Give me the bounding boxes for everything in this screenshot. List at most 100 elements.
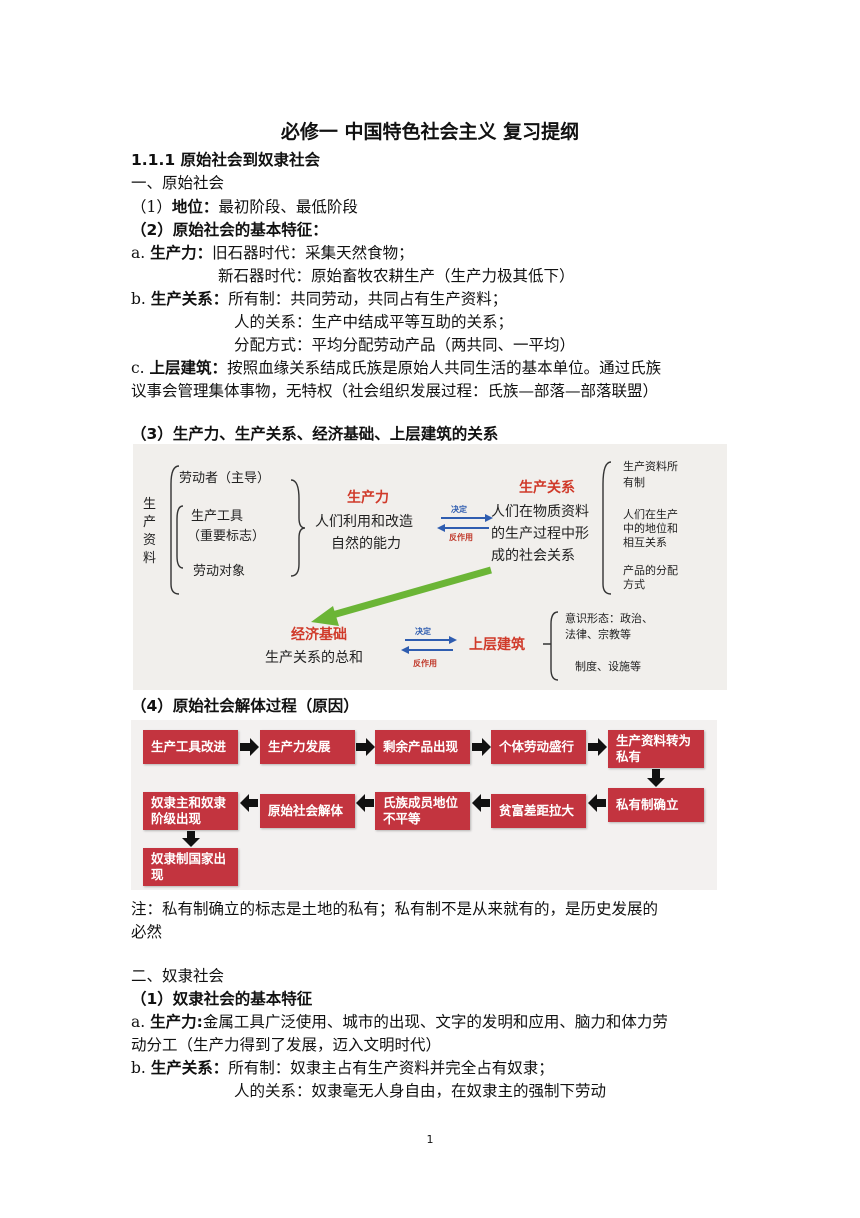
arrow-down-1 xyxy=(647,769,665,787)
features-heading: （2）原始社会的基本特征： xyxy=(131,221,328,239)
rel-def-2: 的生产过程中形 xyxy=(491,526,589,542)
rel-line: b. 生产关系：所有制：共同劳动，共同占有生产资料； xyxy=(131,288,507,310)
flow-box-8: 氏族成员地位不平等 xyxy=(375,792,470,830)
arrow-left-1 xyxy=(588,794,606,812)
note-line-1: 注：私有制确立的标志是土地的私有；私有制不是从来就有的，是历史发展的 xyxy=(131,900,659,918)
s1a: 意识形态：政治、 xyxy=(565,611,653,625)
r1b: 有制 xyxy=(623,475,645,489)
brace-left xyxy=(170,465,180,595)
r2c: 相互关系 xyxy=(623,535,667,549)
slave-rel-line: b. 生产关系：所有制：奴隶主占有生产资料并完全占有奴隶； xyxy=(131,1057,554,1079)
pf-line-2: 新石器时代：原始畜牧农耕生产（生产力极其低下） xyxy=(218,267,575,285)
relationship-diagram-svg: 生产资料 劳动者（主导） 生产工具 （重要标志） 劳动对象 人们利用和改造 自然… xyxy=(143,459,678,681)
flow-box-3: 剩余产品出现 xyxy=(375,730,470,764)
arrow-right-2 xyxy=(356,738,375,756)
c-text-1: 按照血缘关系结成氏族是原始人共同生活的基本单位。通过氏族 xyxy=(227,359,662,377)
arrow-right-1 xyxy=(240,738,259,756)
p1-text: 最初阶段、最低阶段 xyxy=(218,198,358,216)
flow-box-1: 生产工具改进 xyxy=(143,730,238,764)
s2: 制度、设施等 xyxy=(575,659,641,673)
label-tool1: 生产工具 xyxy=(191,509,243,524)
flow-box-10: 奴隶主和奴隶阶级出现 xyxy=(143,792,238,830)
brace-tools xyxy=(176,505,184,569)
reacts-label-1: 反作用 xyxy=(449,532,473,542)
s1b: 法律、宗教等 xyxy=(565,627,631,641)
s-a-label: 生产力: xyxy=(150,1013,203,1031)
s-b-text-1: 所有制：奴隶主占有生产资料并完全占有奴隶； xyxy=(228,1059,554,1077)
a-prefix: a. xyxy=(131,244,151,262)
relationship-diagram: 生产资料 劳动者（主导） 生产工具 （重要标志） 劳动对象 人们利用和改造 自然… xyxy=(133,444,727,690)
reacts-label-2: 反作用 xyxy=(413,658,437,668)
s-a-text-1: 金属工具广泛使用、城市的出现、文字的发明和应用、脑力和体力劳 xyxy=(202,1013,668,1031)
decides-label-2: 决定 xyxy=(415,626,431,636)
super-line: c. 上层建筑：按照血缘关系结成氏族是原始人共同生活的基本单位。通过氏族 xyxy=(131,357,661,379)
arrow-down-2 xyxy=(182,831,200,847)
pf-line: a. 生产力：旧石器时代：采集天然食物； xyxy=(131,242,414,264)
rel-def-3: 成的社会关系 xyxy=(491,548,575,564)
slave-features-heading: （1）奴隶社会的基本特征 xyxy=(131,990,313,1008)
label-relations: 生产关系 xyxy=(519,479,575,496)
double-arrow-top: 决定 反作用 xyxy=(437,504,493,542)
label-laborer: 劳动者（主导） xyxy=(179,470,270,486)
label-superstructure: 上层建筑 xyxy=(469,636,525,653)
part1-heading: 一、原始社会 xyxy=(131,174,225,192)
super-line-2: 议事会管理集体事物，无特权（社会组织发展过程：氏族—部落—部落联盟） xyxy=(131,382,659,400)
flow-box-2: 生产力发展 xyxy=(260,730,355,764)
s-b-label: 生产关系： xyxy=(150,1059,229,1077)
r2a: 人们在生产 xyxy=(623,507,678,521)
rel-line-2: 人的关系：生产中结成平等互助的关系； xyxy=(234,313,514,331)
dissolution-flowchart: 生产工具改进 生产力发展 剩余产品出现 个体劳动盛行 生产资料转为私有 私有制确… xyxy=(131,720,717,890)
slave-rel-line-2: 人的关系：奴隶毫无人身自由，在奴隶主的强制下劳动 xyxy=(234,1082,607,1100)
b-text-1: 所有制：共同劳动，共同占有生产资料； xyxy=(228,290,508,308)
arrow-right-3 xyxy=(472,738,491,756)
label-economic-base: 经济基础 xyxy=(291,626,347,643)
arrow-left-4 xyxy=(240,794,258,812)
a-text-1: 旧石器时代：采集天然食物； xyxy=(212,244,414,262)
label-means: 生产资料 xyxy=(143,497,156,566)
arrow-left-3 xyxy=(356,794,374,812)
mp-2: 产 xyxy=(143,515,156,530)
flow-box-7: 贫富差距拉大 xyxy=(491,794,586,828)
label-labor-object: 劳动对象 xyxy=(193,563,245,579)
page-number: 1 xyxy=(426,1133,434,1146)
b-label: 生产关系： xyxy=(150,290,229,308)
pf-def-2: 自然的能力 xyxy=(331,535,401,552)
s-a-prefix: a. xyxy=(131,1013,151,1031)
relation-heading: （3）生产力、生产关系、经济基础、上层建筑的关系 xyxy=(131,425,499,443)
flow-box-11: 奴隶制国家出现 xyxy=(143,848,238,886)
c-prefix: c. xyxy=(131,359,150,377)
process-heading: （4）原始社会解体过程（原因） xyxy=(131,697,359,715)
decides-label-1: 决定 xyxy=(451,504,467,514)
arrow-left-2 xyxy=(472,794,490,812)
note-line-2: 必然 xyxy=(131,923,163,941)
c-label: 上层建筑： xyxy=(149,359,228,377)
section-heading: 1.1.1 原始社会到奴隶社会 xyxy=(131,151,321,169)
p1-prefix: （1） xyxy=(131,198,172,216)
part2-heading: 二、奴隶社会 xyxy=(131,967,225,985)
arrow-right-4 xyxy=(588,738,607,756)
s-b-prefix: b. xyxy=(131,1059,151,1077)
r3b: 方式 xyxy=(623,577,645,591)
p1-label: 地位： xyxy=(171,198,219,216)
double-arrow-bottom: 决定 反作用 xyxy=(401,626,457,668)
brace-superstructure xyxy=(543,611,559,681)
mp-1: 生 xyxy=(143,497,156,512)
flow-box-9: 原始社会解体 xyxy=(260,794,355,828)
r3a: 产品的分配 xyxy=(623,563,678,577)
label-productive-forces: 生产力 xyxy=(347,489,389,506)
a-label: 生产力： xyxy=(150,244,213,262)
page-title: 必修一 中国特色社会主义 复习提纲 xyxy=(280,121,580,143)
eb-def: 生产关系的总和 xyxy=(265,650,363,666)
brace-relations xyxy=(602,461,612,595)
flow-arrows xyxy=(182,738,665,847)
flow-box-4: 个体劳动盛行 xyxy=(491,730,586,764)
green-arrow xyxy=(311,566,492,626)
status-line: （1）地位：最初阶段、最低阶段 xyxy=(131,196,358,218)
flow-box-5: 生产资料转为私有 xyxy=(608,730,704,768)
pf-def-1: 人们利用和改造 xyxy=(315,514,413,530)
brace-pf xyxy=(290,479,306,577)
slave-pf-line-2: 动分工（生产力得到了发展，迈入文明时代） xyxy=(131,1036,442,1054)
rel-line-3: 分配方式：平均分配劳动产品（两共同、一平均） xyxy=(234,336,576,354)
rel-def-1: 人们在物质资料 xyxy=(491,504,589,520)
